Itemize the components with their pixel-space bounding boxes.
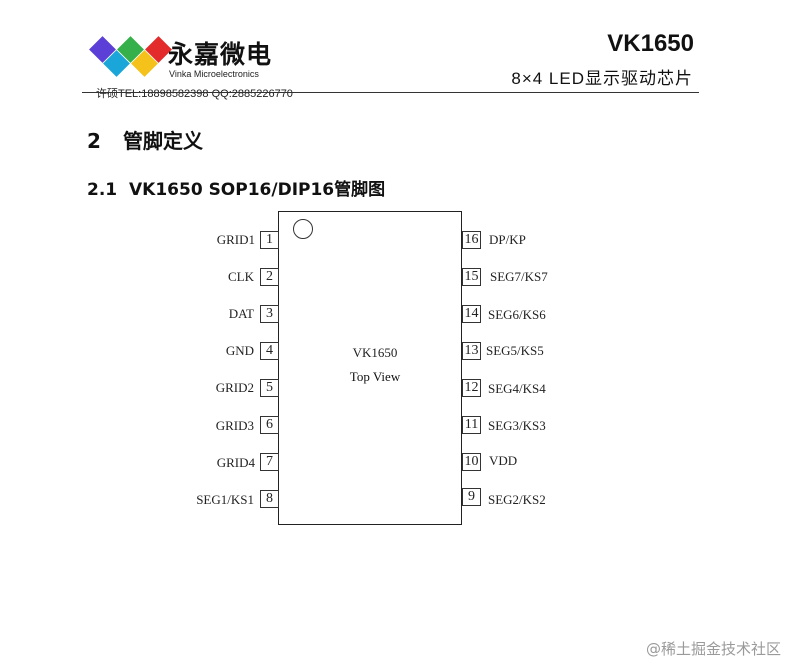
pin-15-label: SEG7/KS7 <box>490 269 548 284</box>
pin-5-box: 5 <box>260 379 279 397</box>
document-title: VK1650 <box>607 30 694 57</box>
brand-name-en: Vinka Microelectronics <box>169 69 259 79</box>
pin-10-label: VDD <box>489 453 518 468</box>
pin-12-box: 12 <box>462 379 481 397</box>
pin-11-box: 11 <box>462 416 481 434</box>
pin-6-box: 6 <box>260 416 279 434</box>
pin-8-box: 8 <box>260 490 279 508</box>
section-heading: 2 管脚定义 <box>87 125 203 154</box>
pin-13-label: SEG5/KS5 <box>486 343 544 358</box>
pin-13-box: 13 <box>462 342 481 360</box>
pin-10-box: 10 <box>462 453 481 471</box>
contact-info: 许硕TEL:18898582398 QQ:2885226770 <box>96 88 293 100</box>
pin-5-label: GRID2 <box>215 380 254 395</box>
pin-11-label: SEG3/KS3 <box>488 418 546 433</box>
watermark: @稀土掘金技术社区 <box>645 640 781 658</box>
pin-3-box: 3 <box>260 305 279 323</box>
pin-14-box: 14 <box>462 305 481 323</box>
pin-1-box: 1 <box>260 231 279 249</box>
pin-1-label: GRID1 <box>216 232 255 247</box>
pin-7-box: 7 <box>260 453 279 471</box>
pin-2-label: CLK <box>228 269 254 284</box>
pin-2-box: 2 <box>260 268 279 286</box>
chip-view-label: Top View <box>349 369 401 384</box>
subsection-heading: 2.1 VK1650 SOP16/DIP16管脚图 <box>87 175 385 200</box>
pin-4-label: GND <box>225 343 254 358</box>
document-subtitle: 8×4 LED显示驱动芯片 <box>511 69 693 88</box>
pin-15-box: 15 <box>462 268 481 286</box>
brand-name-cn: 永嘉微电 <box>168 40 273 69</box>
pin1-notch-icon <box>293 219 313 239</box>
pin-3-label: DAT <box>228 306 254 321</box>
section-number: 2 <box>87 129 101 153</box>
pin-9-box: 9 <box>462 488 481 506</box>
pin-12-label: SEG4/KS4 <box>488 381 546 396</box>
section-title: 管脚定义 <box>123 129 203 153</box>
pin-14-label: SEG6/KS6 <box>488 307 546 322</box>
subsection-number: 2.1 <box>87 180 118 200</box>
pin-8-label: SEG1/KS1 <box>196 492 254 507</box>
chip-body <box>278 211 462 525</box>
pin-7-label: GRID4 <box>216 455 255 470</box>
subsection-title: VK1650 SOP16/DIP16管脚图 <box>129 180 386 200</box>
pin-6-label: GRID3 <box>215 418 254 433</box>
header-divider <box>82 92 699 93</box>
pin-16-label: DP/KP <box>489 232 526 247</box>
pin-4-box: 4 <box>260 342 279 360</box>
pin-9-label: SEG2/KS2 <box>488 492 546 507</box>
pin-16-box: 16 <box>462 231 481 249</box>
chip-name: VK1650 <box>352 345 398 360</box>
